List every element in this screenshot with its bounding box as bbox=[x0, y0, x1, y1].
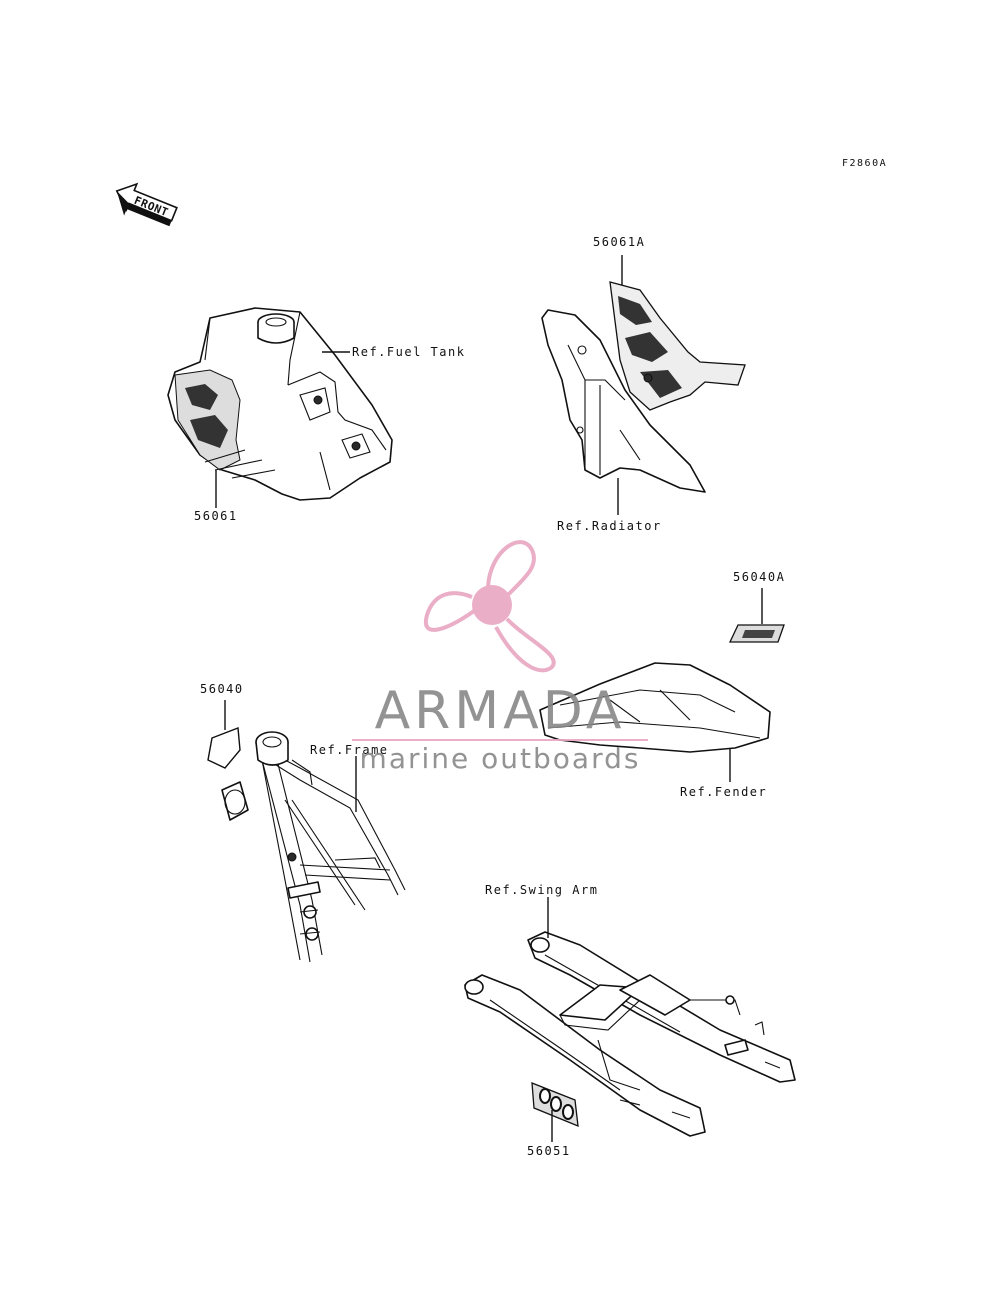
swing-arm-drawing bbox=[464, 931, 796, 1137]
figure-code: F2860A bbox=[842, 158, 887, 169]
frame-decal bbox=[207, 727, 241, 769]
ref-swing-arm-label: Ref.Swing Arm bbox=[485, 883, 598, 897]
part-56051-label: 56051 bbox=[527, 1144, 571, 1158]
ref-frame-label: Ref.Frame bbox=[310, 743, 389, 757]
propeller-icon bbox=[423, 540, 556, 673]
part-56061-label: 56061 bbox=[194, 509, 238, 523]
frame-drawing bbox=[207, 727, 406, 963]
front-arrow-icon: FRONT bbox=[115, 182, 178, 227]
part-56040-label: 56040 bbox=[200, 682, 244, 696]
watermark-name: ARMADA bbox=[375, 681, 626, 741]
swingarm-decal bbox=[531, 1082, 579, 1128]
radiator-decal bbox=[609, 281, 746, 411]
watermark-tagline: marine outboards bbox=[360, 742, 641, 775]
radiator-shroud-drawing bbox=[541, 281, 746, 493]
part-56061a-label: 56061A bbox=[593, 235, 645, 249]
part-56040a-label: 56040A bbox=[733, 570, 785, 584]
armada-logo: ARMADA marine outboards bbox=[352, 540, 648, 775]
ref-fender-label: Ref.Fender bbox=[680, 785, 767, 799]
tank-decal bbox=[174, 369, 276, 479]
ref-radiator-label: Ref.Radiator bbox=[557, 519, 662, 533]
fuel-tank-drawing bbox=[167, 307, 393, 501]
ref-fuel-tank-label: Ref.Fuel Tank bbox=[352, 345, 465, 359]
fender-decal bbox=[728, 624, 785, 643]
